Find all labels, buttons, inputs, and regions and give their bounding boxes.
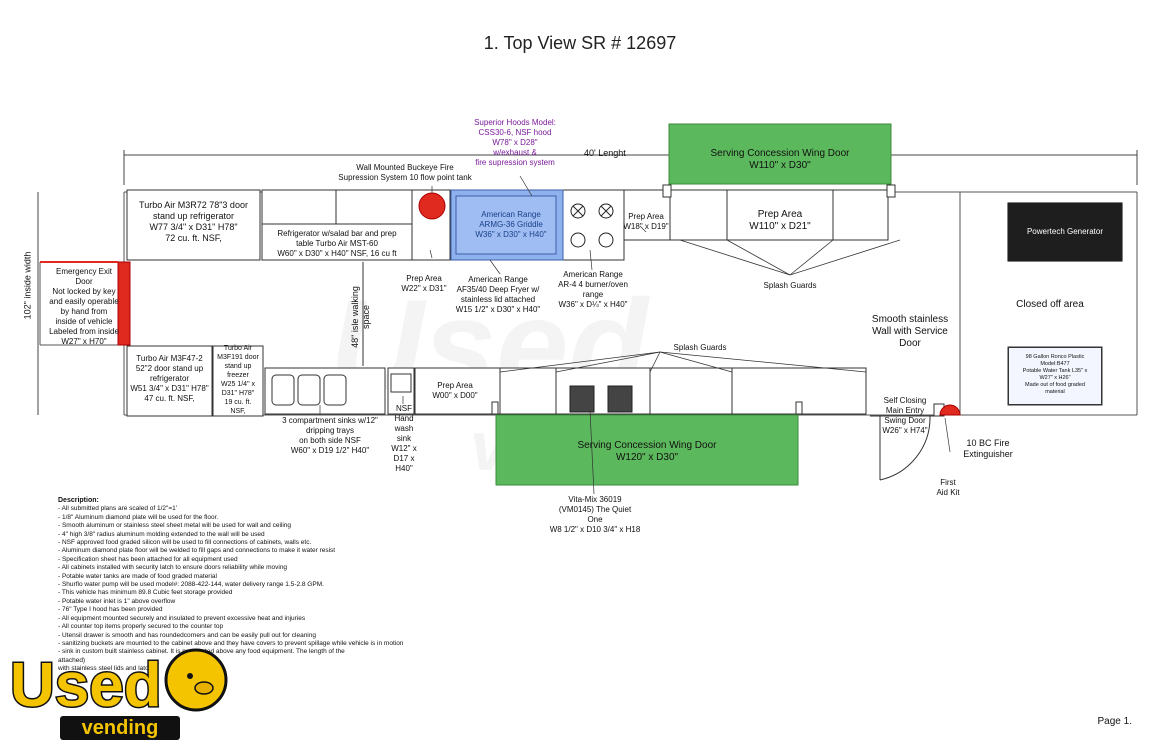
burner-label: American Range AR-4 4 burner/oven range … bbox=[558, 270, 628, 309]
prep-area-3-label: Prep Area W110" x D21" bbox=[749, 209, 811, 232]
salad-bar-label: Refrigerator w/salad bar and prep table … bbox=[277, 229, 397, 258]
blender-2 bbox=[607, 385, 633, 413]
blender-1 bbox=[569, 385, 595, 413]
splash-guards-top-lines bbox=[670, 239, 901, 276]
width-label: 102" inside width bbox=[22, 251, 33, 320]
description-line: - All counter top items properly secured… bbox=[58, 623, 224, 631]
prep-area-2-label: Prep Area W18" x D19" bbox=[623, 212, 669, 231]
description-line: - All equipment mounted securely and ins… bbox=[58, 614, 306, 622]
fridge-2door-box bbox=[126, 345, 213, 417]
first-aid-label: First Aid Kit bbox=[936, 478, 960, 497]
description-line: - All submitted plans are scaled of 1/2"… bbox=[58, 505, 177, 513]
prep-area-2-box bbox=[623, 189, 671, 241]
service-wall-label: Smooth stainless Wall with Service Door bbox=[871, 314, 949, 349]
description-line: - NSF approved food graded silicon will … bbox=[58, 539, 312, 547]
wing-door-top-label: Serving Concession Wing Door W110" x D30… bbox=[710, 148, 850, 171]
sinks-label: 3 compartment sinks w/12" dripping trays… bbox=[282, 416, 378, 455]
description-line: - Potable water inlet is 1" above overfl… bbox=[58, 597, 176, 605]
main-door-swing bbox=[870, 415, 935, 481]
fridge-3door-label: Turbo Air M3R72 78"3 door stand up refri… bbox=[139, 200, 248, 243]
prep-area-3-box bbox=[669, 189, 889, 241]
emergency-exit-label: Emergency Exit Door Not locked by key an… bbox=[49, 267, 119, 346]
fire-suppression-tank bbox=[418, 192, 446, 220]
closed-off-label: Closed off area bbox=[1016, 299, 1084, 310]
description-line: - Shurflo water pump will be used model#… bbox=[58, 581, 324, 589]
fridge-3door-box bbox=[126, 189, 261, 261]
fryer-label: American Range AF35/40 Deep Fryer w/ sta… bbox=[455, 275, 541, 314]
page-number: Page 1. bbox=[1097, 716, 1132, 727]
freezer-label: Turbo Air M3F191 door stand up freezer W… bbox=[217, 345, 259, 415]
splash-guards-bottom-label: Splash Guards bbox=[673, 343, 727, 352]
burner-grates bbox=[570, 203, 614, 248]
griddle-label: American Range ARMG-36 Griddle W36" x D3… bbox=[475, 210, 547, 239]
logo-vending-text: vending bbox=[82, 717, 159, 739]
splash-guards-top-label: Splash Guards bbox=[763, 281, 817, 290]
description-line: - 1/8" Aluminum diamond plate will be us… bbox=[58, 513, 219, 521]
page-title: 1. Top View SR # 12697 bbox=[483, 33, 677, 53]
description-line: - All cabinets installed with security l… bbox=[58, 564, 288, 572]
freezer-box bbox=[212, 345, 264, 417]
length-dimension bbox=[123, 150, 1138, 185]
used-vending-logo: Used vending bbox=[6, 640, 246, 750]
main-door-label: Self Closing Main Entry Swing Door W26" … bbox=[882, 396, 928, 435]
svg-text:Used: Used bbox=[10, 651, 162, 720]
description-line: - Potable water tanks are made of food g… bbox=[58, 572, 217, 580]
description-line: - Specification sheet has been attached … bbox=[58, 555, 238, 563]
vitamix-label: Vita-Mix 36019 (VM0145) The Quiet One W8… bbox=[549, 495, 641, 534]
fridge-2door-label: Turbo Air M3F47-2 52"2 door stand up ref… bbox=[130, 354, 209, 403]
description-line: - 76" Type I hood has been provided bbox=[58, 606, 163, 614]
wing-door-top bbox=[668, 123, 892, 185]
prep-area-4-label: Prep Area W00" x D00" bbox=[432, 381, 478, 400]
salad-bar-box bbox=[261, 189, 413, 261]
description-line: - Aluminum diamond plate floor will be w… bbox=[58, 547, 336, 555]
description-line: - 4" high 3/8" radius aluminum molding e… bbox=[58, 530, 265, 538]
walking-space-label: 48" isle walking space bbox=[350, 286, 371, 348]
description-heading: Description: bbox=[58, 497, 99, 504]
water-tank-label: 98 Gallon Ronco Plastic Model:B477 Potab… bbox=[1008, 347, 1102, 405]
description-line: - Utensil drawer is smooth and has round… bbox=[58, 631, 316, 639]
splash-guards-bottom-lines bbox=[499, 351, 867, 373]
logo-graphic: Used vending bbox=[9, 648, 228, 740]
generator-label: Powertech Generator bbox=[1008, 203, 1122, 261]
description-line: with stainless steel lids and latches bbox=[58, 665, 159, 673]
prep-area-1-label: Prep Area W22" x D31" bbox=[401, 274, 447, 293]
emergency-exit-door bbox=[117, 261, 131, 346]
bottom-counter-box bbox=[499, 367, 867, 415]
description-line: attached) bbox=[58, 656, 86, 664]
leader-lines bbox=[319, 175, 951, 495]
description-line: - This vehicle has minimum 89.8 Cubic fe… bbox=[58, 589, 233, 597]
extinguisher-label: 10 BC Fire Extinguisher bbox=[963, 438, 1013, 459]
wing-door-bottom-label: Serving Concession Wing Door W120" x D30… bbox=[577, 440, 717, 463]
wing-door-bottom bbox=[495, 414, 799, 486]
fire-extinguisher-symbol bbox=[939, 404, 961, 416]
hand-sink-label: NSF Hand wash sink W12" x D17 x H40" bbox=[391, 404, 417, 473]
burner-box bbox=[561, 189, 625, 261]
hood-label: Superior Hoods Model: CSS30-6, NSF hood … bbox=[474, 118, 556, 167]
description-line: - Smooth aluminum or stainless steel she… bbox=[58, 522, 292, 530]
description-line: - sanitizing buckets are mounted to the … bbox=[58, 639, 404, 647]
fire-suppression-label: Wall Mounted Buckeye Fire Supression Sys… bbox=[338, 163, 472, 182]
